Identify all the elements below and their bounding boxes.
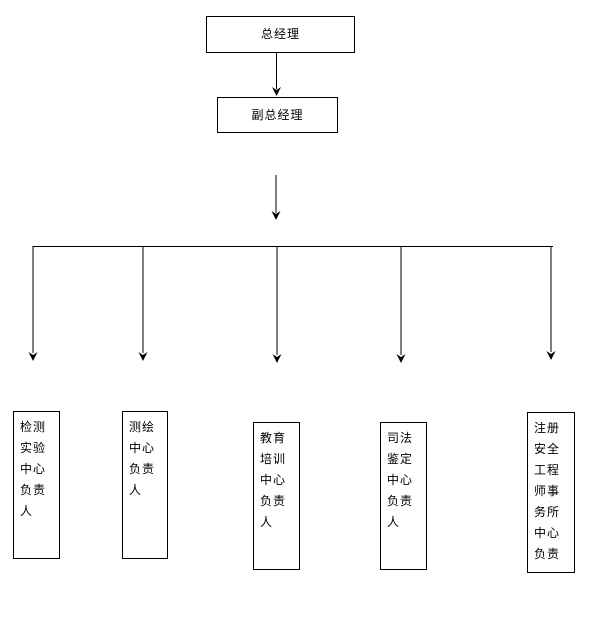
arrow-branch-to-dept-2 [272, 246, 282, 363]
arrow-branch-to-dept-3 [396, 246, 406, 363]
org-box-education-training-center-head: 教育 培训 中心 负责 人 [253, 422, 300, 570]
arrow-deputy-to-branch [271, 175, 281, 220]
org-box-deputy-general-manager: 副总经理 [217, 97, 338, 133]
arrow-branch-to-dept-1 [138, 246, 148, 361]
org-box-registered-safety-engineer-office-center-head: 注册 安全 工程 师事 务所 中心 负责 [527, 412, 575, 573]
org-box-surveying-center-head: 测绘 中心 负责 人 [122, 411, 168, 559]
arrow-branch-to-dept-0 [28, 246, 38, 361]
org-box-judicial-appraisal-center-head: 司法 鉴定 中心 负责 人 [380, 422, 427, 570]
arrow-root-to-deputy [272, 53, 281, 96]
org-box-testing-lab-center-head: 检测 实验 中心 负责 人 [13, 411, 60, 559]
arrow-branch-to-dept-4 [546, 246, 556, 360]
org-box-general-manager: 总经理 [206, 16, 355, 53]
